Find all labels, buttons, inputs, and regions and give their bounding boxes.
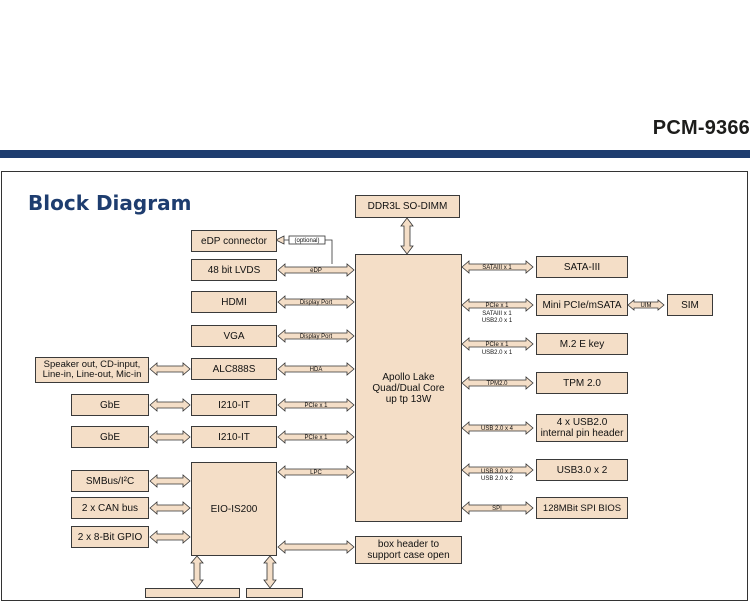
usb2-block: 4 x USB2.0 internal pin header	[536, 414, 628, 442]
bottom-block-2	[246, 588, 303, 598]
model-number: PCM-9366	[652, 117, 750, 139]
spi-link-label: SPI	[492, 506, 502, 512]
sim-block: SIM	[667, 294, 713, 316]
spi-arrow	[461, 501, 534, 515]
m2-link-label-1: PCIe x 1	[485, 342, 509, 348]
eio-down-arrow-2	[263, 555, 277, 589]
optional-tag	[288, 235, 326, 245]
hda-link-label: HDA	[310, 367, 323, 373]
pcie1-arrow	[277, 398, 355, 412]
diagram-title: Block Diagram	[28, 191, 192, 215]
lpc-link-label: LPC	[310, 470, 322, 476]
usb2-link-label: USB 2.0 x 4	[481, 426, 514, 432]
header-rule	[0, 150, 750, 158]
bottom-block-1	[145, 588, 240, 598]
ddr-arrow	[400, 217, 414, 255]
pcie2-arrow	[277, 430, 355, 444]
vga-arrow	[277, 329, 355, 343]
optional-arrow	[275, 235, 285, 245]
edp-arrow	[277, 263, 355, 277]
pcie2-link-label: PCIe x 1	[304, 435, 328, 441]
usb3-block: USB3.0 x 2	[536, 459, 628, 481]
lvds-block: 48 bit LVDS	[191, 259, 277, 281]
sata-arrow	[461, 260, 534, 274]
gbe2-arrow	[149, 430, 191, 444]
gpio-block: 2 x 8-Bit GPIO	[71, 526, 149, 548]
m2-arrow	[461, 337, 534, 351]
cpu-block: Apollo Lake Quad/Dual Core up tp 13W	[355, 254, 462, 522]
tpm-arrow	[461, 376, 534, 390]
hda-arrow	[277, 362, 355, 376]
usb3-link-label-1: USB 3.0 x 2	[481, 469, 514, 475]
mini-arrow	[461, 298, 534, 312]
smbus-arrow	[149, 474, 191, 488]
minipcie-block: Mini PCIe/mSATA	[536, 294, 628, 316]
can-block: 2 x CAN bus	[71, 497, 149, 519]
sata-link-label: SATAIII x 1	[482, 265, 512, 271]
ddr-block: DDR3L SO-DIMM	[355, 195, 460, 218]
audio-ports-block: Speaker out, CD-input, Line-in, Line-out…	[35, 357, 149, 383]
m2-block: M.2 E key	[536, 333, 628, 355]
hdmi-arrow	[277, 295, 355, 309]
eio-block: EIO-IS200	[191, 462, 277, 556]
dp2-link-label: Display Port	[300, 334, 333, 340]
eio-down-arrow-1	[190, 555, 204, 589]
sata-block: SATA-III	[536, 256, 628, 278]
gbe1-block: GbE	[71, 394, 149, 416]
mini-link-label-3: USB2.0 x 1	[482, 318, 513, 324]
uim-link-label: UIM	[641, 303, 652, 309]
bios-block: 128MBit SPI BIOS	[536, 497, 628, 519]
dp1-link-label: Display Port	[300, 300, 333, 306]
gbe1-arrow	[149, 398, 191, 412]
edp-block: eDP connector	[191, 230, 277, 252]
optional-label: (optional)	[294, 238, 319, 244]
i210-1-block: I210-IT	[191, 394, 277, 416]
mini-link-label-1: PCIe x 1	[485, 303, 509, 309]
usb2-arrow	[461, 421, 534, 435]
pcie1-link-label: PCIe x 1	[304, 403, 328, 409]
audio-arrow	[149, 362, 191, 376]
gpio-arrow	[149, 530, 191, 544]
tpm-block: TPM 2.0	[536, 372, 628, 394]
box-header-block: box header to support case open	[355, 536, 462, 564]
usb3-arrow	[461, 463, 534, 477]
m2-link-label-2: USB2.0 x 1	[482, 350, 513, 356]
alc-block: ALC888S	[191, 358, 277, 380]
usb3-link-label-2: USB 2.0 x 2	[481, 476, 514, 482]
tpm-link-label: TPM2.0	[486, 381, 508, 387]
vga-block: VGA	[191, 325, 277, 347]
boxheader-arrow	[277, 540, 355, 554]
hdmi-block: HDMI	[191, 291, 277, 313]
mini-link-label-2: SATAIII x 1	[482, 311, 512, 317]
smbus-block: SMBus/I²C	[71, 470, 149, 492]
edp-link-label: eDP	[310, 268, 322, 274]
lpc-arrow	[277, 465, 355, 479]
can-arrow	[149, 501, 191, 515]
uim-arrow	[627, 299, 665, 311]
gbe2-block: GbE	[71, 426, 149, 448]
i210-2-block: I210-IT	[191, 426, 277, 448]
